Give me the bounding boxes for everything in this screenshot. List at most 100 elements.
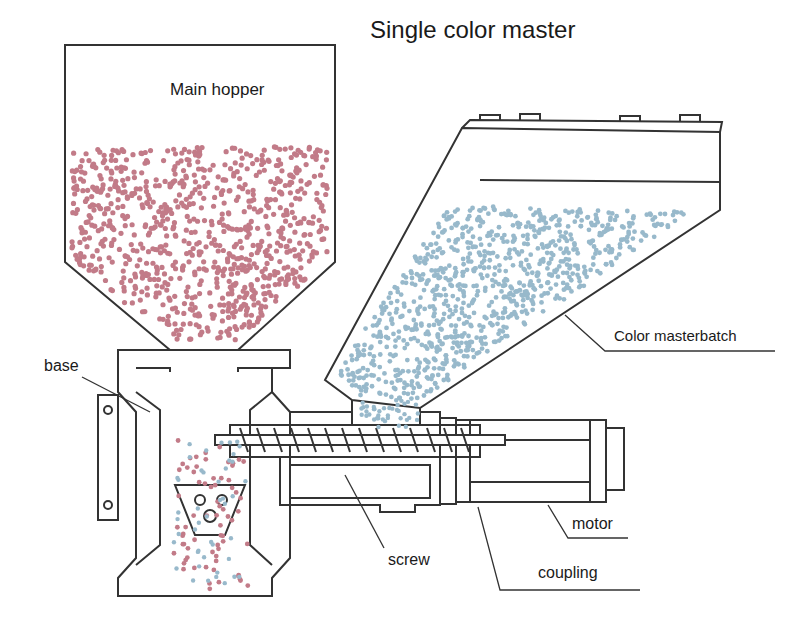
pellet <box>434 241 439 246</box>
pellet <box>419 342 424 347</box>
pellet <box>215 285 220 290</box>
pellet <box>609 260 614 265</box>
pellet <box>191 201 196 206</box>
pellet <box>243 269 248 274</box>
pellet <box>432 307 437 312</box>
pellet <box>142 309 147 314</box>
pellet <box>74 183 79 188</box>
pellet <box>436 373 441 378</box>
pellet <box>115 205 120 210</box>
pellet <box>263 214 268 219</box>
pellet <box>292 230 297 235</box>
pellet <box>258 208 263 213</box>
pellet <box>113 158 118 163</box>
pellet <box>614 214 619 219</box>
pellet <box>308 232 313 237</box>
pellet <box>158 250 163 255</box>
pellet <box>436 234 441 239</box>
pellet <box>108 201 113 206</box>
pellet <box>415 339 420 344</box>
pellet <box>214 575 218 579</box>
pellet <box>591 262 596 267</box>
pellet <box>304 162 309 167</box>
pellet <box>211 163 216 168</box>
pellet <box>108 287 113 292</box>
screw-flight <box>291 428 299 452</box>
pellet <box>214 558 219 563</box>
pellet <box>102 211 107 216</box>
pellet <box>226 301 231 306</box>
pellet <box>384 334 389 339</box>
pellet <box>134 248 139 253</box>
pellet <box>495 233 500 238</box>
pellet <box>191 513 196 518</box>
pellet <box>404 425 408 429</box>
pellet <box>242 322 247 327</box>
pellet <box>168 276 173 281</box>
pellet <box>570 209 575 214</box>
pellet <box>203 457 208 462</box>
pellet <box>450 312 455 317</box>
pellet <box>372 315 377 320</box>
pellet <box>465 240 470 245</box>
pellet <box>551 215 556 220</box>
pellet <box>195 219 200 224</box>
pellet <box>300 248 305 253</box>
pellet <box>103 278 108 283</box>
pellet <box>495 254 500 259</box>
pellet <box>466 334 471 339</box>
pellet <box>206 234 211 239</box>
pellet <box>201 196 206 201</box>
pellet <box>238 496 243 501</box>
pellet <box>220 318 225 323</box>
pellet <box>479 242 484 247</box>
pellet <box>81 179 86 184</box>
pellet <box>290 210 295 215</box>
pellet <box>312 174 317 179</box>
pellet <box>472 311 477 316</box>
color-hopper-outline <box>325 128 720 408</box>
pellet <box>438 266 443 271</box>
pellet <box>398 416 402 420</box>
pellet <box>532 228 537 233</box>
pellet <box>236 256 241 261</box>
pellet <box>392 285 397 290</box>
pellet <box>650 217 655 222</box>
pellet <box>454 350 459 355</box>
pellet <box>217 504 222 509</box>
pellet <box>460 311 465 316</box>
pellet <box>569 278 574 283</box>
pellet <box>640 230 645 235</box>
pellet <box>528 282 533 287</box>
pellet <box>175 517 179 521</box>
part-label: screw <box>388 551 430 569</box>
pellet <box>225 224 230 229</box>
pellet <box>631 216 636 221</box>
pellet <box>551 253 556 258</box>
pellet <box>244 312 249 317</box>
pellet <box>681 212 686 217</box>
pellet <box>90 185 95 190</box>
pellet <box>606 244 611 249</box>
pellet <box>147 277 152 282</box>
pellet <box>186 259 191 264</box>
pellet <box>184 205 189 210</box>
pellet <box>239 163 244 168</box>
pellet <box>347 378 352 383</box>
pellet <box>108 176 113 181</box>
pellet <box>84 244 89 249</box>
pellet <box>528 252 533 257</box>
pellet <box>627 224 632 229</box>
barrel-housing <box>290 412 440 425</box>
pellet <box>209 222 214 227</box>
pellet <box>484 316 489 321</box>
pellet <box>425 365 430 370</box>
pellet <box>278 205 283 210</box>
pellet <box>436 335 441 340</box>
pellet <box>461 257 466 262</box>
pellet <box>412 299 417 304</box>
pellet <box>584 274 589 279</box>
pellet <box>418 278 423 283</box>
pellet <box>185 465 190 470</box>
pellet <box>148 148 153 153</box>
